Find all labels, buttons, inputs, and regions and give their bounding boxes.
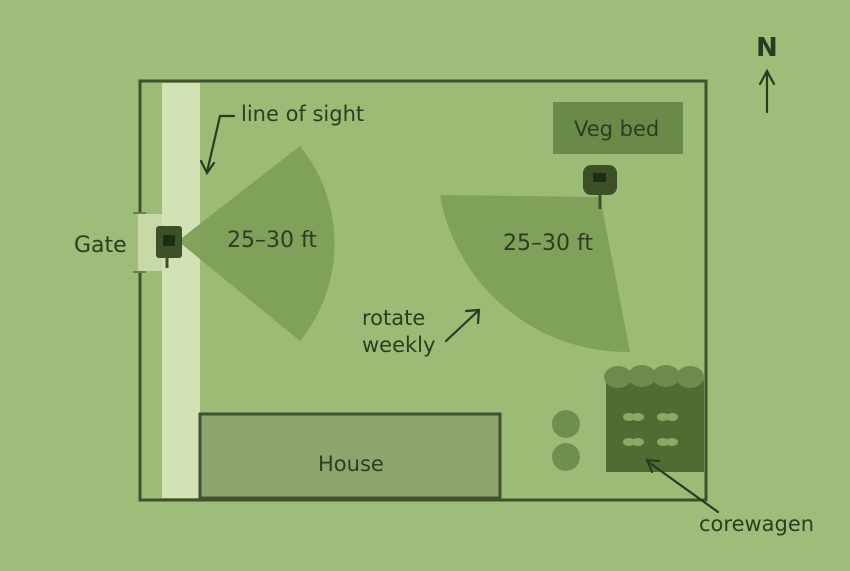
- corewagen-planter: [604, 365, 704, 472]
- line-of-sight-arrowhead: [199, 159, 216, 176]
- house-label: House: [318, 452, 384, 476]
- corewagen-label: corewagen: [699, 512, 815, 536]
- veg-bed-label: Veg bed: [574, 117, 660, 141]
- north-arrow: [758, 68, 776, 114]
- north-label: N: [756, 33, 778, 63]
- corewagen-arrow: [645, 459, 720, 514]
- line-of-sight-label: line of sight: [241, 102, 365, 126]
- rotate-arrow: [444, 309, 480, 343]
- weekly-label: weekly: [362, 333, 436, 357]
- line-of-sight-arrow: [205, 114, 236, 174]
- shrub-icon: [552, 443, 580, 471]
- coverage-cone-right: [440, 195, 630, 353]
- rotate-arrowhead: [464, 308, 481, 325]
- shrub-icon: [552, 410, 580, 438]
- range-right-label: 25–30 ft: [503, 231, 593, 256]
- gate-marker: [133, 212, 146, 273]
- corewagen-arrowhead: [645, 458, 661, 474]
- camera-garden-icon: [583, 165, 617, 209]
- camera-gate-icon: [156, 226, 182, 268]
- range-left-label: 25–30 ft: [227, 228, 317, 253]
- side-path: [162, 83, 200, 498]
- gate-label: Gate: [74, 233, 127, 258]
- house: [198, 412, 502, 500]
- coverage-cone-left: [178, 146, 335, 341]
- rotate-label: rotate: [362, 306, 426, 330]
- veg-bed: [553, 102, 683, 154]
